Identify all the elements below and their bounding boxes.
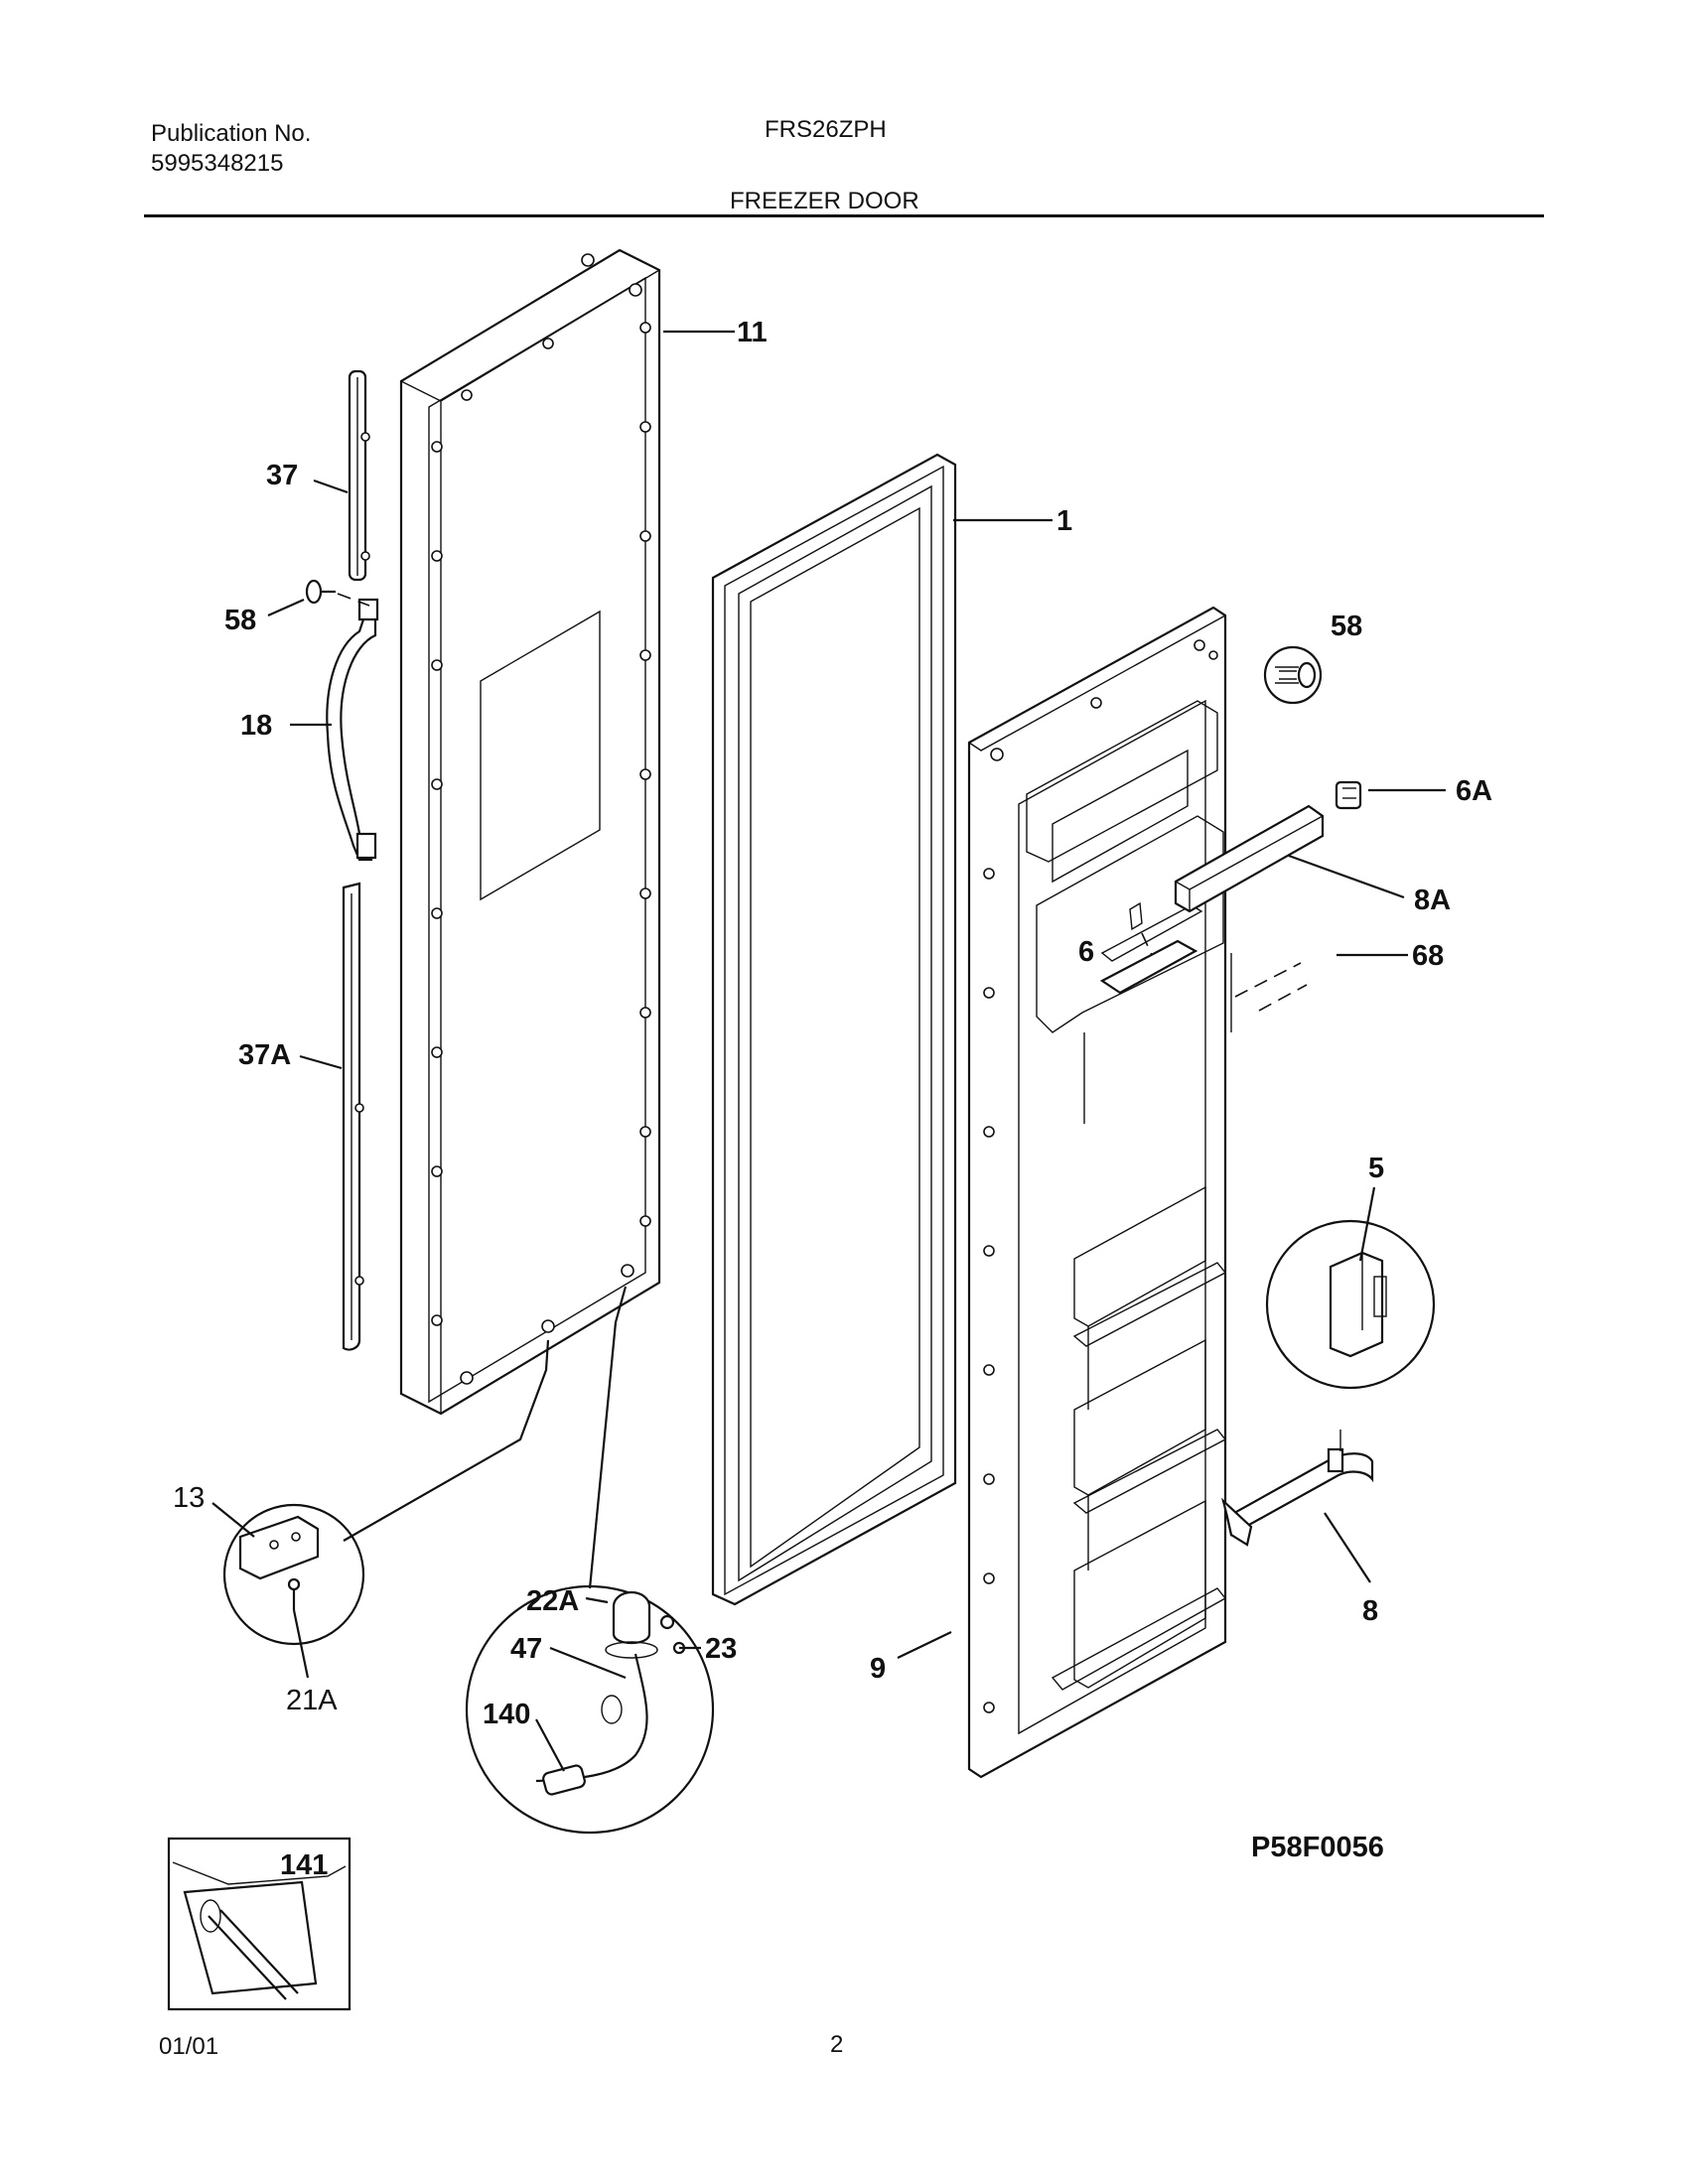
screw-right	[1263, 645, 1323, 705]
callout-5: 5	[1368, 1153, 1384, 1184]
door-gasket	[711, 453, 957, 1606]
page-number: 2	[830, 2031, 844, 2058]
callout-68: 68	[1412, 940, 1444, 972]
footer-date: 01/01	[159, 2033, 219, 2060]
header-rule	[144, 214, 1544, 217]
small-part-6	[1129, 901, 1153, 956]
outer-door-panel	[399, 248, 661, 1416]
callout-37: 37	[266, 460, 298, 491]
callout-11: 11	[737, 317, 768, 348]
inner-door-liner	[967, 606, 1232, 1779]
trim-strip-upper	[348, 369, 370, 582]
leader-lines	[211, 330, 1446, 1772]
section-title: FREEZER DOOR	[730, 188, 919, 214]
callout-37a: 37A	[238, 1039, 291, 1071]
callout-8a: 8A	[1414, 885, 1451, 916]
callout-140: 140	[483, 1699, 530, 1730]
callout-1: 1	[1056, 505, 1072, 537]
bracket-8	[1221, 1430, 1374, 1547]
callout-23: 23	[705, 1633, 737, 1665]
trim-strip-lower	[342, 882, 364, 1351]
callout-47: 47	[510, 1633, 542, 1665]
callout-141: 141	[280, 1849, 328, 1881]
callout-22a: 22A	[526, 1585, 579, 1617]
inset-detail-5	[1265, 1219, 1436, 1390]
inset-light-socket	[465, 1286, 715, 1835]
screw-left	[305, 579, 370, 607]
callout-6a: 6A	[1456, 775, 1492, 807]
callout-9: 9	[870, 1653, 886, 1685]
drawing-id: P58F0056	[1251, 1832, 1384, 1863]
bar-8a	[1174, 804, 1325, 913]
inset-detail-13	[222, 1339, 550, 1646]
callout-18: 18	[240, 710, 272, 742]
callout-13: 13	[173, 1482, 205, 1514]
callout-58-left: 58	[224, 605, 256, 636]
clip-6a	[1335, 780, 1362, 810]
publication-label: Publication No.	[151, 120, 312, 147]
model-number: FRS26ZPH	[765, 116, 887, 143]
part-68-outline	[1234, 962, 1308, 1012]
callout-21a: 21A	[286, 1685, 338, 1716]
callout-6: 6	[1078, 936, 1094, 968]
inset-detail-141	[167, 1837, 352, 2011]
callout-58-right: 58	[1331, 611, 1362, 642]
callout-8: 8	[1362, 1595, 1378, 1627]
callout-labels: 11 1 37 58 18 37A 58 6A 8A 6 68 5 8 9 13…	[173, 317, 1492, 1881]
door-handle	[326, 598, 379, 862]
publication-number: 5995348215	[151, 150, 284, 177]
